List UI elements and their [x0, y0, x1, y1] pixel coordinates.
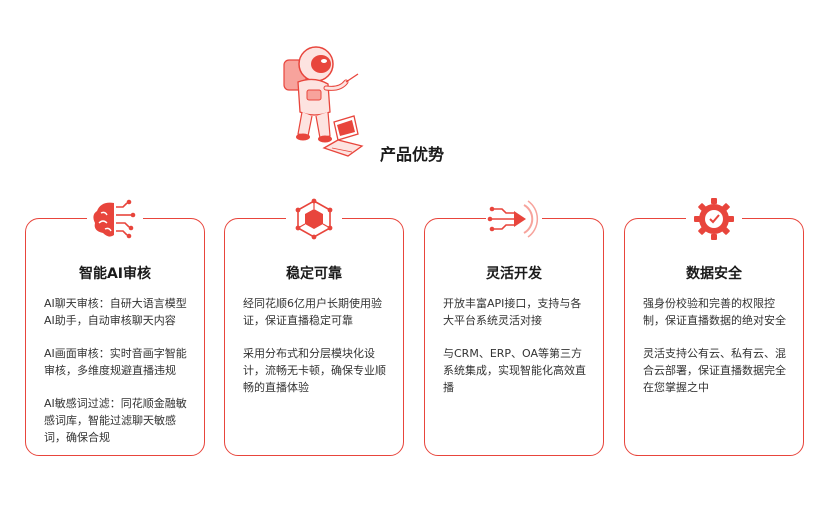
card-paragraph: 灵活支持公有云、私有云、混合云部署，保证直播数据完全在您掌握之中	[643, 347, 786, 394]
card-paragraph: AI画面审核：实时音画字智能审核，多维度规避直播违规	[44, 347, 187, 377]
card-body: 强身份校验和完善的权限控制，保证直播数据的绝对安全 灵活支持公有云、私有云、混合…	[643, 295, 789, 412]
card-paragraph: 强身份校验和完善的权限控制，保证直播数据的绝对安全	[643, 297, 786, 327]
brain-circuit-icon	[87, 197, 143, 241]
feature-card-flexible: 灵活开发 开放丰富API接口，支持与各大平台系统灵活对接 与CRM、ERP、OA…	[424, 197, 604, 456]
card-paragraph: 与CRM、ERP、OA等第三方系统集成，实现智能化高效直播	[443, 347, 586, 394]
card-paragraph: 开放丰富API接口，支持与各大平台系统灵活对接	[443, 297, 582, 327]
feature-card-ai-review: 智能AI审核 AI聊天审核：自研大语言模型AI助手，自动审核聊天内容 AI画面审…	[25, 197, 205, 456]
astronaut-illustration	[270, 40, 380, 170]
card-title: 数据安全	[686, 266, 742, 282]
shield-gear-icon	[686, 197, 742, 241]
card-body: AI聊天审核：自研大语言模型AI助手，自动审核聊天内容 AI画面审核：实时音画字…	[44, 295, 190, 462]
feature-card-stable: 稳定可靠 经同花顺6亿用户长期使用验证，保证直播稳定可靠 采用分布式和分层模块化…	[224, 197, 404, 456]
card-title: 智能AI审核	[78, 266, 152, 282]
card-title: 稳定可靠	[286, 266, 342, 282]
card-paragraph: AI敏感词过滤：同花顺金融敏感词库，智能过滤聊天敏感词，确保合规	[44, 397, 187, 444]
circuit-arrow-icon	[486, 197, 542, 241]
card-body: 经同花顺6亿用户长期使用验证，保证直播稳定可靠 采用分布式和分层模块化设计，流畅…	[243, 295, 389, 412]
card-paragraph: AI聊天审核：自研大语言模型AI助手，自动审核聊天内容	[44, 297, 187, 327]
card-paragraph: 采用分布式和分层模块化设计，流畅无卡顿，确保专业顺畅的直播体验	[243, 347, 386, 394]
card-title: 灵活开发	[486, 266, 542, 282]
cube-network-icon	[286, 197, 342, 241]
section-title: 产品优势	[380, 145, 445, 164]
card-paragraph: 经同花顺6亿用户长期使用验证，保证直播稳定可靠	[243, 297, 382, 327]
card-body: 开放丰富API接口，支持与各大平台系统灵活对接 与CRM、ERP、OA等第三方系…	[443, 295, 589, 412]
feature-card-security: 数据安全 强身份校验和完善的权限控制，保证直播数据的绝对安全 灵活支持公有云、私…	[624, 197, 804, 456]
